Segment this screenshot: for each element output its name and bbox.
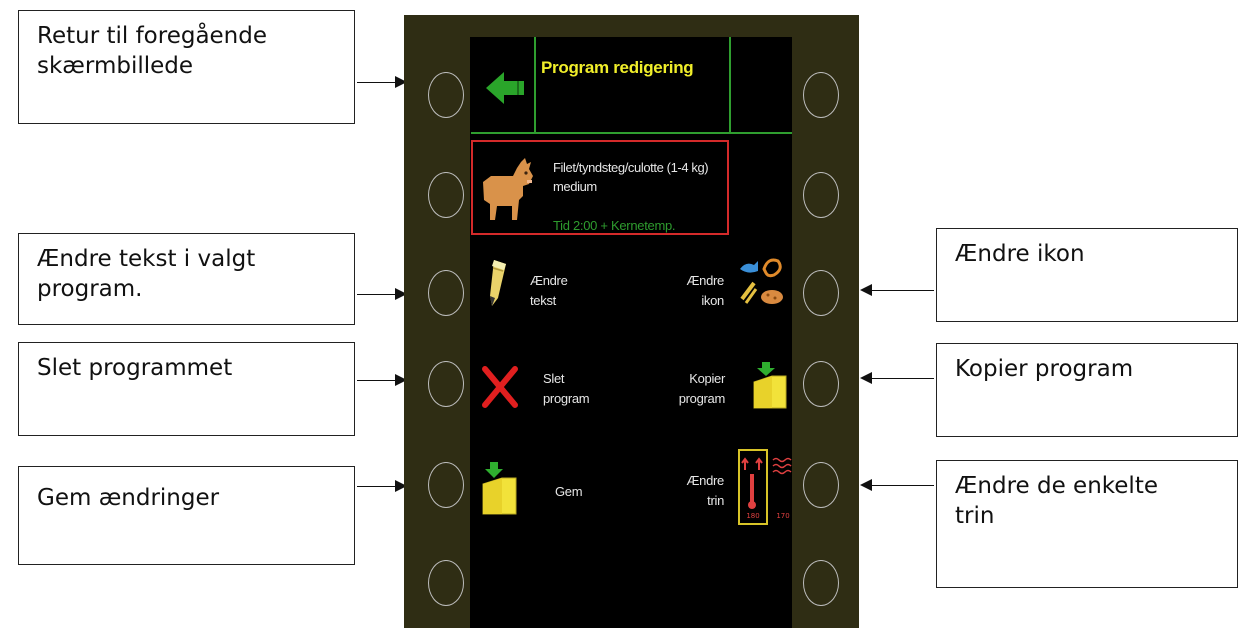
softkey-right-5[interactable]: [803, 462, 839, 508]
softkey-left-2[interactable]: [428, 172, 464, 218]
softkey-right-6[interactable]: [803, 560, 839, 606]
steps-icon: 180 170: [737, 448, 795, 532]
arrow-change-icon: [860, 284, 934, 296]
arrow-delete: [357, 374, 407, 386]
callout-change-icon: Ændre ikon: [936, 228, 1238, 322]
program-name: Filet/tyndsteg/culotte (1-4 kg) medium: [553, 160, 709, 194]
header-divider-1: [534, 37, 536, 133]
arrow-copy: [860, 372, 934, 384]
softkey-right-2[interactable]: [803, 172, 839, 218]
delete-x-icon: [481, 365, 519, 413]
callout-copy: Kopier program: [936, 343, 1238, 437]
callout-change-steps: Ændre de enkelte trin: [936, 460, 1238, 588]
callout-back: Retur til foregående skærmbillede: [18, 10, 355, 124]
softkey-right-3[interactable]: [803, 270, 839, 316]
softkey-left-1[interactable]: [428, 72, 464, 118]
selected-program[interactable]: Filet/tyndsteg/culotte (1-4 kg) medium T…: [471, 140, 729, 235]
back-arrow-icon[interactable]: [484, 70, 526, 110]
steps-icon-right-value: 170: [776, 512, 789, 520]
arrow-back: [357, 76, 407, 88]
screen-title: Program redigering: [541, 58, 694, 77]
food-icons-icon: [738, 255, 786, 311]
arrow-save: [357, 480, 407, 492]
menu-save-label[interactable]: Gem: [555, 484, 583, 499]
callout-save: Gem ændringer: [18, 466, 355, 565]
softkey-left-3[interactable]: [428, 270, 464, 316]
program-time: Tid 2:00 + Kernetemp.: [553, 218, 676, 233]
header-bottom-line: [471, 132, 792, 134]
callout-delete: Slet programmet: [18, 342, 355, 436]
pencil-icon: [484, 258, 514, 314]
cow-icon: [477, 156, 535, 226]
device-screen: [470, 37, 792, 628]
arrow-change-steps: [860, 479, 934, 491]
softkey-right-1[interactable]: [803, 72, 839, 118]
softkey-right-4[interactable]: [803, 361, 839, 407]
softkey-left-6[interactable]: [428, 560, 464, 606]
save-folder-icon: [480, 460, 520, 520]
arrow-edit-text: [357, 288, 407, 300]
copy-folder-icon: [750, 360, 790, 416]
steps-icon-left-value: 180: [746, 512, 759, 520]
softkey-left-4[interactable]: [428, 361, 464, 407]
softkey-left-5[interactable]: [428, 462, 464, 508]
callout-edit-text: Ændre tekst i valgt program.: [18, 233, 355, 325]
header-divider-2: [729, 37, 731, 133]
